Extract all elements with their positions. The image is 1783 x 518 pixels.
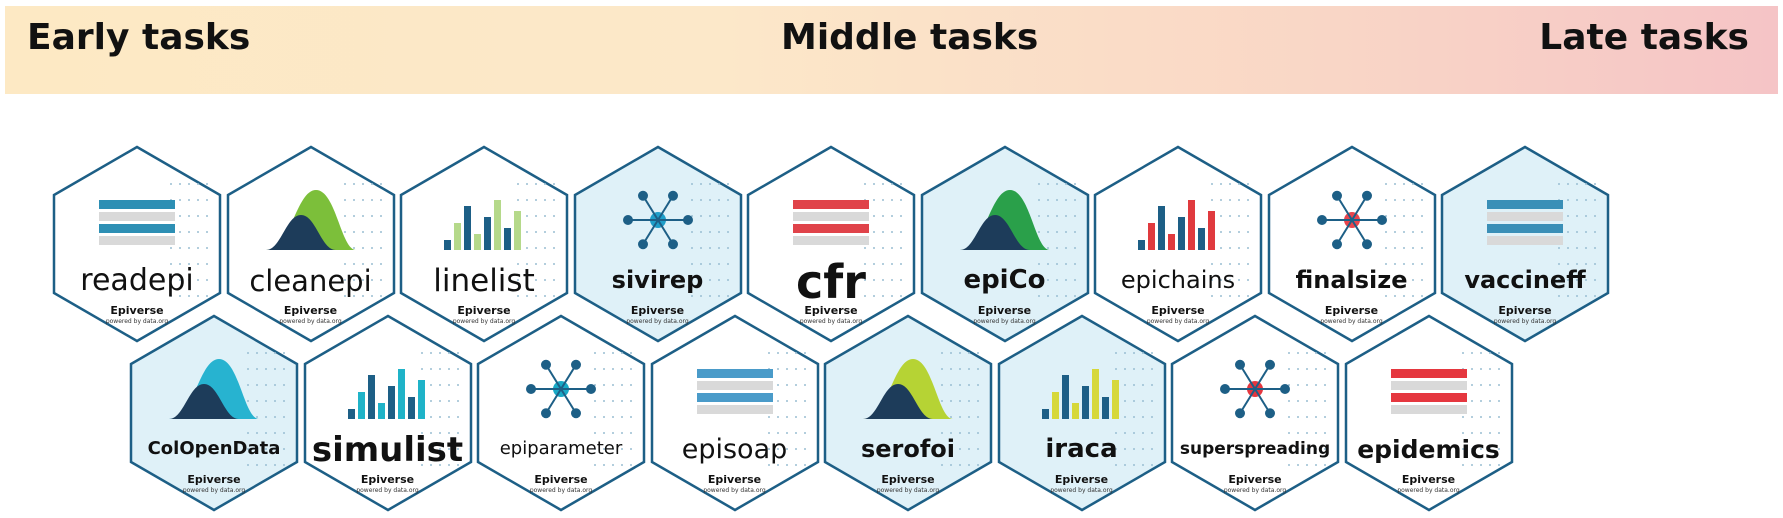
package-logo-art: [1138, 200, 1215, 250]
package-logo-art: [959, 190, 1050, 250]
epiverse-brand: Epiverse: [1228, 473, 1282, 486]
epiverse-brand: Epiverse: [534, 473, 588, 486]
package-name: iraca: [1045, 434, 1118, 464]
package-logo-art: [1390, 369, 1467, 414]
hex-frame: [1267, 145, 1436, 343]
stage-late-label: Late tasks: [1539, 17, 1749, 58]
package-name: simulist: [311, 430, 464, 470]
package-logo-art: [99, 200, 175, 245]
package-name: linelist: [433, 262, 535, 299]
epiverse-brand: Epiverse: [1054, 473, 1109, 486]
package-logo-art: [1316, 190, 1387, 250]
hex-frame: [1170, 314, 1340, 512]
epiverse-brand: Epiverse: [187, 473, 241, 486]
package-logo-art: [444, 200, 521, 250]
package-logo-art: [1220, 359, 1290, 419]
powered-by-text: powered by data.org: [1050, 487, 1113, 494]
epiverse-brand: Epiverse: [1151, 304, 1205, 317]
package-name: cfr: [796, 255, 866, 309]
powered-by-text: powered by data.org: [799, 318, 863, 325]
package-name: superspreading: [1179, 438, 1331, 459]
stage-early-label: Early tasks: [27, 17, 251, 58]
powered-by-text: powered by data.org: [973, 318, 1036, 325]
powered-by-text: powered by data.org: [529, 487, 593, 494]
powered-by-text: powered by data.org: [1223, 487, 1287, 494]
powered-by-text: powered by data.org: [1397, 487, 1460, 494]
package-logo-art: [265, 190, 356, 250]
powered-by-text: powered by data.org: [876, 487, 940, 494]
epiverse-brand: Epiverse: [110, 304, 164, 317]
powered-by-text: powered by data.org: [1320, 318, 1383, 325]
stage-middle-label: Middle tasks: [781, 17, 1039, 58]
package-logo-art: [793, 200, 869, 245]
package-name: epidemics: [1357, 434, 1500, 464]
powered-by-text: powered by data.org: [182, 487, 246, 494]
package-name: epichains: [1120, 266, 1236, 294]
powered-by-text: powered by data.org: [1493, 318, 1557, 325]
package-name: finalsize: [1295, 266, 1408, 294]
hex-frame: [573, 145, 742, 343]
epiverse-brand: Epiverse: [457, 304, 511, 317]
powered-by-text: powered by data.org: [626, 318, 689, 325]
package-name: episoap: [681, 433, 788, 465]
package-name: epiparameter: [499, 438, 623, 459]
epiverse-brand: Epiverse: [1401, 473, 1456, 486]
package-logo-art: [347, 369, 425, 419]
powered-by-text: powered by data.org: [279, 318, 342, 325]
powered-by-text: powered by data.org: [1146, 318, 1210, 325]
package-logo-art: [1041, 369, 1119, 419]
epiverse-brand: Epiverse: [1324, 304, 1379, 317]
epiverse-brand: Epiverse: [360, 473, 415, 486]
package-logo-art: [622, 190, 693, 250]
powered-by-text: powered by data.org: [452, 318, 516, 325]
epiverse-brand: Epiverse: [881, 473, 935, 486]
package-name: epiCo: [963, 265, 1046, 295]
epiverse-brand: Epiverse: [283, 304, 338, 317]
task-stage-banner: Early tasks Middle tasks Late tasks: [5, 6, 1778, 94]
epiverse-brand: Epiverse: [707, 473, 762, 486]
package-logo-art: [863, 359, 953, 419]
package-name: vaccineff: [1464, 266, 1586, 294]
package-logo-art: [696, 369, 773, 414]
package-name: sivirep: [611, 266, 704, 294]
package-logo-art: [169, 359, 259, 419]
powered-by-text: powered by data.org: [703, 487, 766, 494]
package-name: serofoi: [860, 435, 956, 463]
package-name: readepi: [80, 263, 194, 298]
epiverse-brand: Epiverse: [977, 304, 1032, 317]
epiverse-brand: Epiverse: [1498, 304, 1552, 317]
package-name: ColOpenData: [147, 438, 281, 459]
package-name: cleanepi: [249, 263, 372, 298]
epiverse-brand: Epiverse: [630, 304, 685, 317]
package-logo-art: [526, 359, 596, 419]
epiverse-brand: Epiverse: [804, 304, 858, 317]
powered-by-text: powered by data.org: [356, 487, 419, 494]
hex-frame: [476, 314, 646, 512]
package-logo-art: [1487, 200, 1563, 245]
powered-by-text: powered by data.org: [105, 318, 169, 325]
